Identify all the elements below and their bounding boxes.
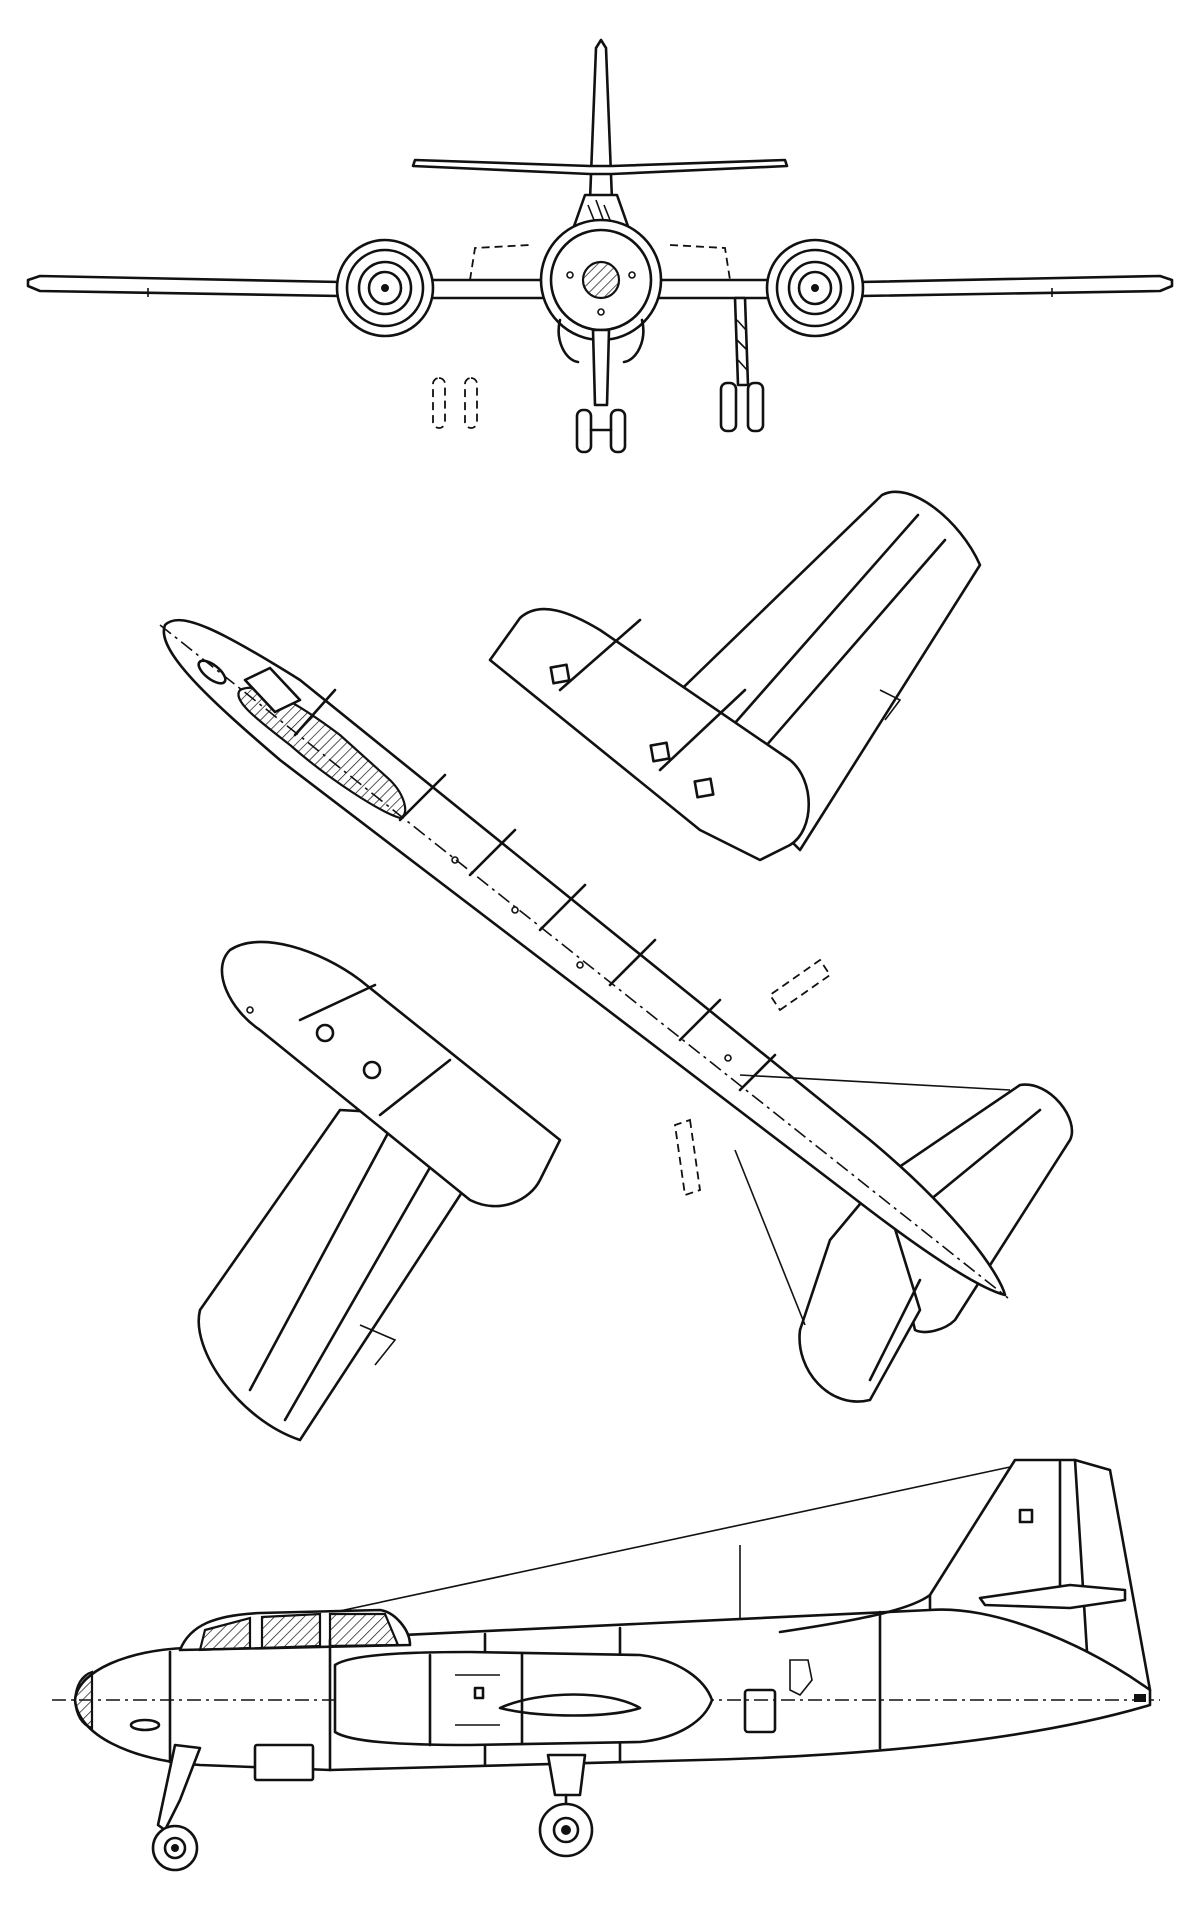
- top-horizontal-tail-left: [798, 1178, 922, 1403]
- top-left-nacelle: [220, 940, 562, 1208]
- front-horizontal-tail: [411, 158, 789, 176]
- front-left-engine: [335, 238, 435, 338]
- front-nose-gear: [575, 328, 627, 454]
- front-main-gear: [719, 296, 765, 433]
- top-canopy: [237, 686, 407, 820]
- side-ventral-fairing: [253, 1743, 315, 1782]
- top-view: [159, 490, 1074, 1442]
- side-horizontal-tail: [978, 1583, 1127, 1610]
- front-right-engine: [765, 238, 865, 338]
- front-right-wing: [858, 274, 1174, 298]
- top-horizontal-tail: [878, 1083, 1074, 1334]
- side-view: [52, 1458, 1160, 1872]
- side-engine-nacelle: [333, 1650, 714, 1747]
- side-nose-gear: [151, 1743, 202, 1872]
- top-right-nacelle: [488, 607, 810, 862]
- side-main-gear: [538, 1753, 594, 1858]
- front-flap-outline: [469, 244, 731, 281]
- top-left-wing: [197, 1108, 522, 1442]
- front-left-wing: [26, 274, 342, 298]
- front-retracted-wheel: [432, 377, 446, 429]
- front-vertical-fin: [588, 38, 614, 202]
- front-view: [26, 38, 1174, 454]
